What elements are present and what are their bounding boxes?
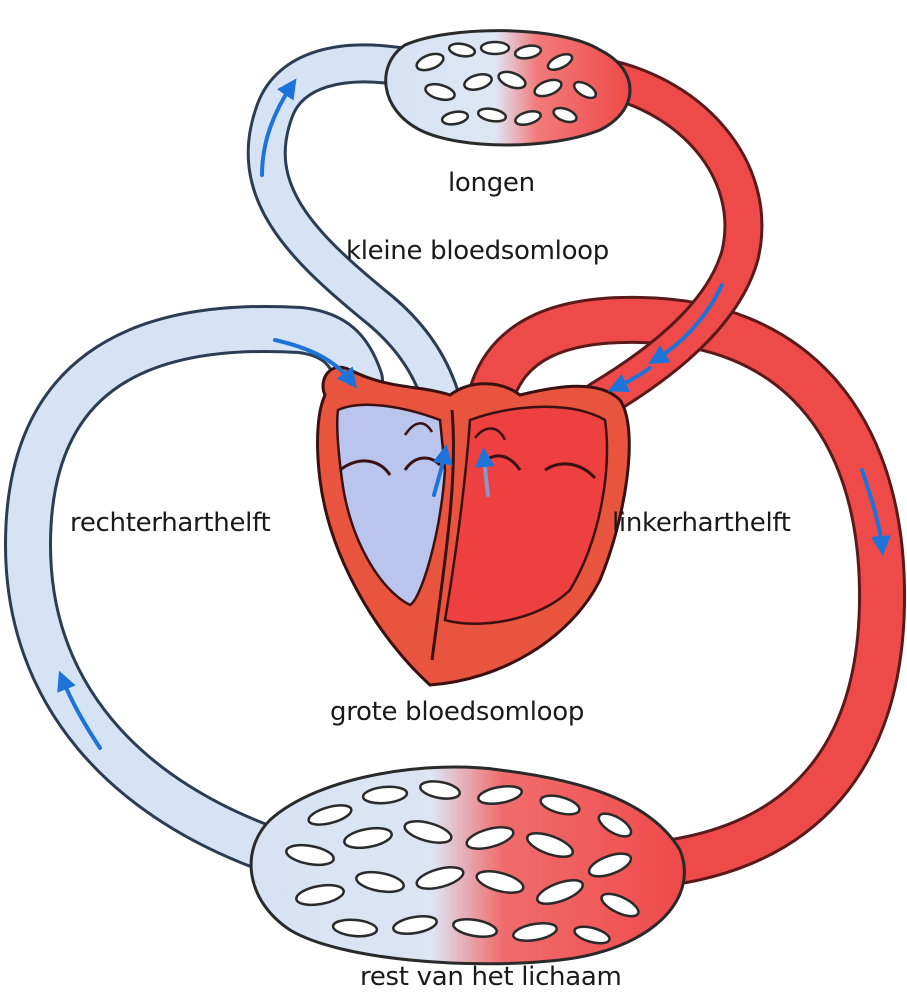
heart — [318, 367, 630, 685]
label-right-heart-half: rechterharthelft — [70, 508, 270, 538]
label-systemic-circulation: grote bloedsomloop — [330, 697, 584, 727]
label-left-heart-half: linkerharthelft — [612, 508, 791, 538]
label-lungs: longen — [448, 168, 535, 198]
systemic-vein — [28, 329, 360, 855]
body-capillaries — [251, 767, 684, 964]
label-rest-of-body: rest van het lichaam — [360, 962, 622, 992]
label-pulmonary-circulation: kleine bloedsomloop — [346, 236, 609, 266]
lung-capillaries — [386, 31, 630, 145]
